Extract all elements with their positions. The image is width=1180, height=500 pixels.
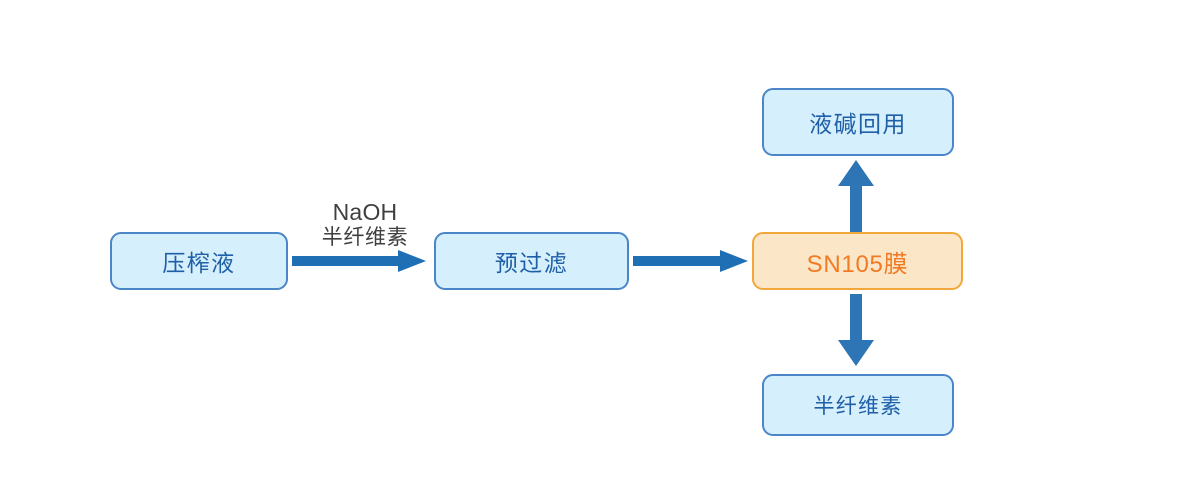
node-feed-label: 压榨液	[162, 250, 236, 276]
node-membrane-label: SN105膜	[806, 250, 909, 278]
node-prefilter[interactable]: 预过滤	[434, 232, 629, 290]
edge-label-naoh-hemicellulose: NaOH 半纤维素	[290, 199, 440, 251]
node-prefilter-label: 预过滤	[494, 250, 569, 276]
node-feed[interactable]: 压榨液	[110, 232, 288, 290]
node-membrane-sn105[interactable]: SN105膜	[752, 232, 963, 290]
node-alkali-label: 液碱回用	[809, 111, 907, 137]
node-alkali-recycle[interactable]: 液碱回用	[762, 88, 954, 156]
node-hemicellulose-label: 半纤维素	[813, 395, 903, 418]
arrow-membrane-to-alkali-icon	[838, 160, 874, 232]
node-hemicellulose[interactable]: 半纤维素	[762, 374, 954, 436]
arrow-membrane-to-hemicellulose-icon	[838, 294, 874, 366]
edge-label-line2: 半纤维素	[321, 226, 409, 250]
arrow-feed-to-prefilter-icon	[292, 250, 426, 272]
arrow-prefilter-to-membrane-icon	[633, 250, 748, 272]
edge-label-line1: NaOH	[332, 199, 398, 225]
